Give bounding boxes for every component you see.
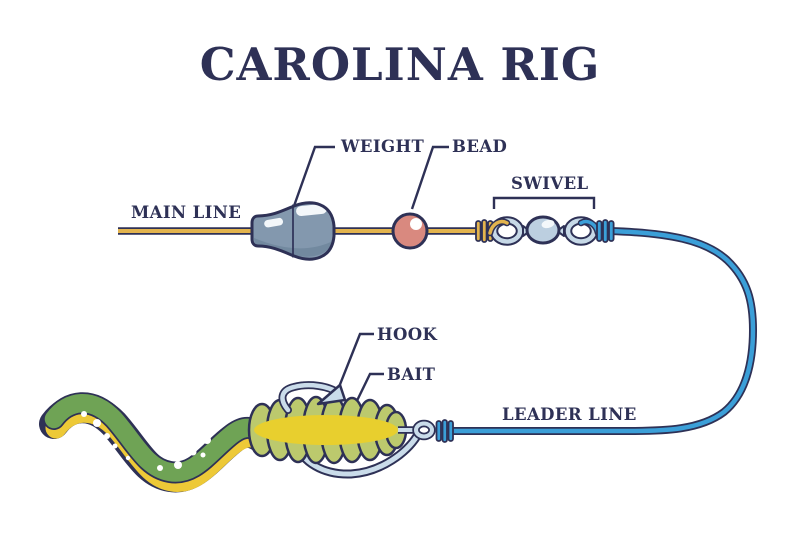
diagram-title: CAROLINA RIG [199,38,601,91]
weight-graphic [250,201,336,261]
bead-graphic [391,212,429,250]
hook-point-graphic [278,381,347,414]
swivel-graphic [475,215,615,246]
weight-pointer [292,145,335,207]
bait-graphic [247,395,408,465]
weight-label: WEIGHT [341,137,425,156]
tail-dots [81,411,211,471]
hook-eye-graphic [398,419,454,443]
leader-line-label: LEADER LINE [502,405,637,424]
hook-bend-graphic [291,431,422,479]
swivel-bracket [492,196,596,209]
swivel-label: SWIVEL [511,174,589,193]
hook-pointer [335,332,374,393]
main-line-label: MAIN LINE [131,203,242,222]
bead-label: BEAD [452,137,508,156]
bait-label: BAIT [387,365,436,384]
hook-label: HOOK [377,325,438,344]
leader-knot-coils [435,419,454,443]
bead-pointer [410,145,449,210]
bait-tail-graphic [54,403,262,481]
leader-line-graphic [450,227,758,435]
